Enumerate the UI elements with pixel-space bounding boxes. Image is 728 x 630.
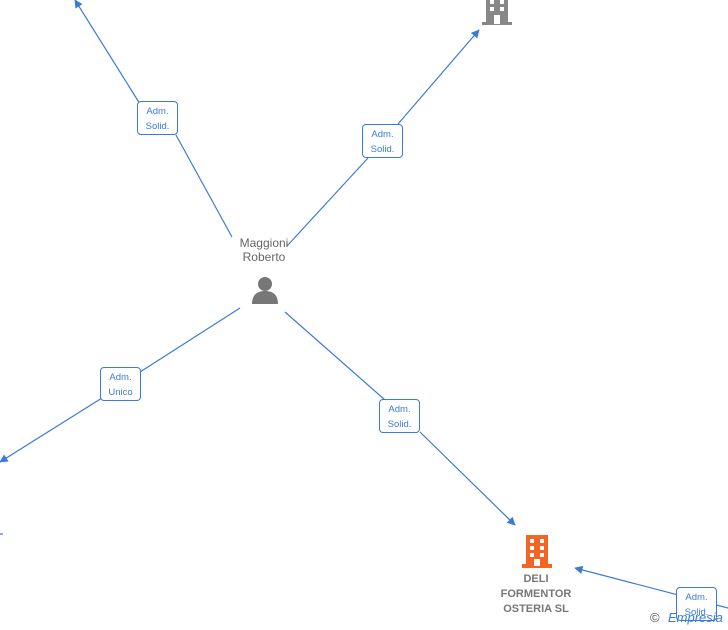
- person-name-line2: Roberto: [242, 250, 286, 264]
- edge-top-company: [286, 30, 479, 247]
- person-name[interactable]: Maggioni Roberto: [225, 236, 303, 264]
- edge-focus-company: [284, 311, 515, 525]
- brand-logo: Empresia: [668, 610, 723, 625]
- edge-top-left: [75, 0, 233, 238]
- building-icon[interactable]: [482, 0, 512, 26]
- edge-label[interactable]: Adm. Unico: [100, 367, 141, 401]
- person-name-line1: Maggioni: [239, 236, 289, 250]
- copyright-icon: ©: [650, 610, 660, 625]
- edge-label[interactable]: Adm. Solid.: [137, 101, 178, 135]
- edge-label[interactable]: Adm. Solid.: [362, 124, 403, 158]
- building-icon[interactable]: [522, 533, 552, 569]
- edge-left: [0, 307, 241, 462]
- company-name[interactable]: DELI FORMENTOR OSTERIA SL: [500, 573, 572, 615]
- edge-label[interactable]: Adm. Solid.: [379, 399, 420, 433]
- edge-label[interactable]: Adm. Solid.: [676, 587, 717, 621]
- person-icon[interactable]: [250, 276, 280, 304]
